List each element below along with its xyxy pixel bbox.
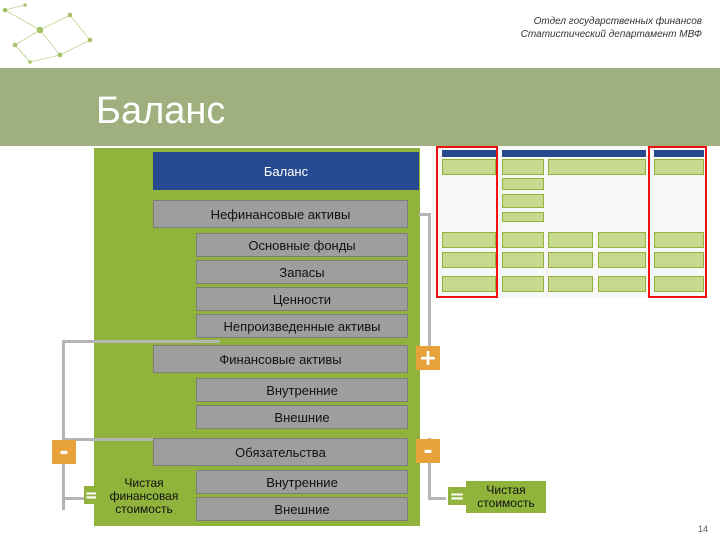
- thumb-cell: [502, 276, 544, 292]
- thumb-cell: [548, 276, 593, 292]
- fixed-assets-bar: Основные фонды: [196, 233, 408, 257]
- framework-thumbnail: [432, 146, 707, 298]
- thumb-highlight-left: [436, 146, 498, 298]
- connector-line: [419, 213, 431, 216]
- page-number: 14: [697, 524, 708, 534]
- thumb-cell: [598, 208, 646, 228]
- thumb-cell: [598, 178, 646, 196]
- header-department-line1: Отдел государственных финансов: [533, 16, 702, 27]
- net-financial-worth-line3: стоимость: [115, 501, 173, 516]
- connector-line: [428, 497, 446, 500]
- thumb-cell: [548, 159, 646, 175]
- thumb-cell: [548, 252, 593, 268]
- minus-sign-left: -: [52, 440, 76, 465]
- net-financial-worth-line1: Чистая: [124, 475, 164, 490]
- net-financial-worth-box: Чистая финансовая стоимость: [96, 470, 192, 522]
- thumb-cell: [442, 212, 496, 228]
- thumb-cell: [598, 252, 646, 268]
- thumb-cell: [548, 178, 593, 196]
- thumb-cell: [502, 212, 544, 222]
- plus-sign: +: [416, 346, 440, 371]
- thumb-cell: [654, 252, 704, 268]
- connector-line: [62, 438, 157, 441]
- thumb-cell: [502, 194, 544, 208]
- nonfinancial-assets-bar: Нефинансовые активы: [153, 200, 408, 228]
- liabilities-external-bar: Внешние: [196, 497, 408, 521]
- header-department-line2: Статистический департамент МВФ: [520, 29, 702, 40]
- thumb-cell: [442, 232, 496, 248]
- balance-header: Баланс: [153, 152, 419, 190]
- financial-external-bar: Внешние: [196, 405, 408, 429]
- thumb-cell: [502, 232, 544, 248]
- thumb-cell: [654, 159, 704, 175]
- connector-line: [62, 340, 65, 500]
- connector-line: [428, 213, 431, 359]
- valuables-bar: Ценности: [196, 287, 408, 311]
- thumb-cell: [442, 252, 496, 268]
- thumb-header-middle: [502, 150, 646, 157]
- minus-sign-right: -: [416, 439, 440, 464]
- thumb-cell: [442, 276, 496, 292]
- liabilities-bar: Обязательства: [153, 438, 408, 466]
- thumb-header-right: [654, 150, 704, 157]
- thumb-highlight-right: [648, 146, 707, 298]
- network-logo-icon: [2, 3, 93, 64]
- nonproduced-assets-bar: Непроизведенные активы: [196, 314, 408, 338]
- thumb-header-left: [442, 150, 496, 157]
- thumb-cell: [548, 232, 593, 248]
- thumb-cell: [654, 212, 704, 226]
- net-worth-line1: Чистая: [486, 483, 526, 497]
- thumb-cell: [442, 159, 496, 175]
- thumb-cell: [502, 178, 544, 190]
- thumb-cell: [598, 232, 646, 248]
- thumb-cell: [654, 232, 704, 248]
- inventories-bar: Запасы: [196, 260, 408, 284]
- connector-line: [62, 340, 220, 343]
- net-worth-box: Чистая стоимость: [466, 481, 546, 513]
- connector-line: [428, 438, 431, 498]
- equals-sign-right: =: [448, 485, 466, 507]
- liabilities-domestic-bar: Внутренние: [196, 470, 408, 494]
- slide-title: Баланс: [96, 90, 226, 132]
- financial-domestic-bar: Внутренние: [196, 378, 408, 402]
- thumb-cell: [654, 276, 704, 292]
- thumb-cell: [548, 212, 593, 226]
- financial-assets-bar: Финансовые активы: [153, 345, 408, 373]
- thumb-cell: [598, 276, 646, 292]
- connector-line: [62, 497, 98, 500]
- connector-line: [62, 438, 65, 510]
- title-band: Баланс: [0, 68, 720, 146]
- thumb-cell: [502, 252, 544, 268]
- thumb-cell: [502, 159, 544, 175]
- net-financial-worth-line2: финансовая: [109, 488, 179, 503]
- net-worth-line2: стоимость: [477, 496, 535, 510]
